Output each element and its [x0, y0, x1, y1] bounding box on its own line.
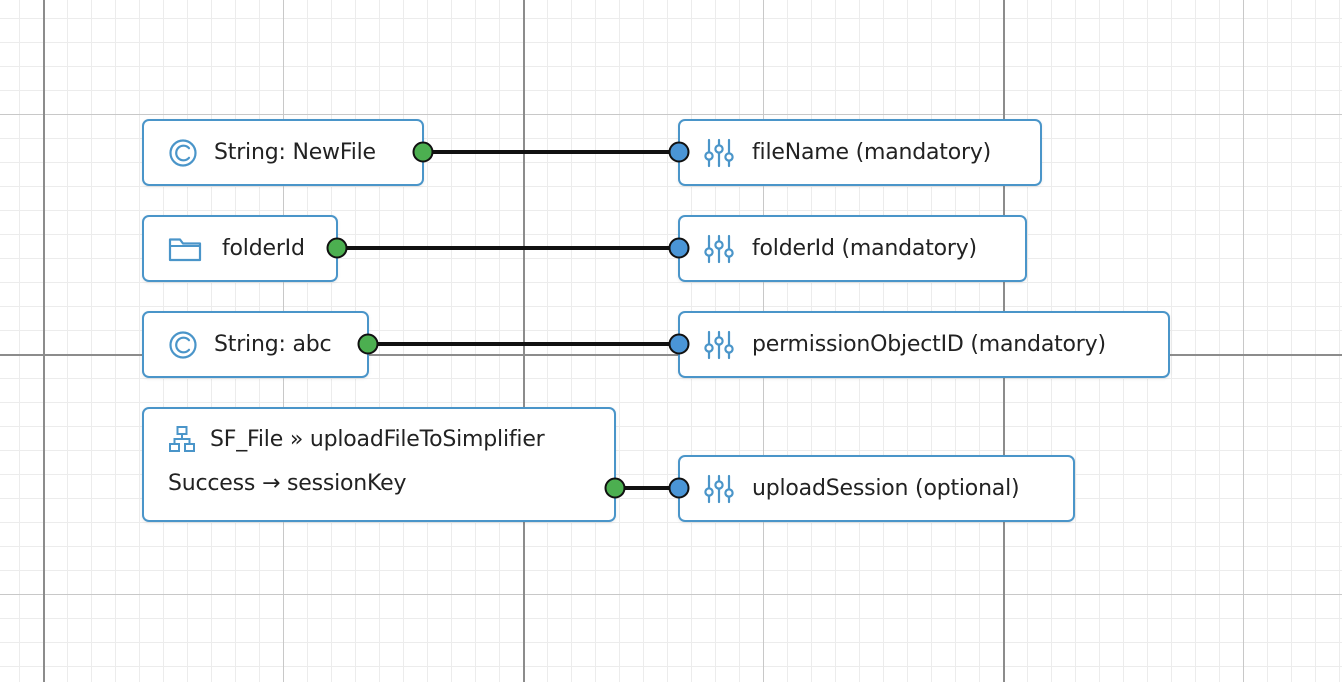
source-label: String: NewFile [214, 140, 376, 165]
target-label: folderId (mandatory) [752, 236, 977, 261]
parameter-sliders-icon [704, 474, 734, 504]
input-port[interactable] [668, 477, 690, 499]
target-label: permissionObjectID (mandatory) [752, 332, 1106, 357]
folder-icon [168, 235, 202, 263]
flow-output-label: Success → sessionKey [168, 471, 407, 496]
hierarchy-icon [168, 425, 196, 453]
source-label: String: abc [214, 332, 332, 357]
parameter-sliders-icon [704, 138, 734, 168]
output-port[interactable] [357, 333, 379, 355]
source-node-string-newfile[interactable]: String: NewFile [142, 119, 424, 186]
source-node-flow-result[interactable]: SF_File » uploadFileToSimplifier Success… [142, 407, 616, 522]
target-node-folderid[interactable]: folderId (mandatory) [678, 215, 1027, 282]
output-port[interactable] [326, 237, 348, 259]
output-port[interactable] [604, 477, 626, 499]
source-label: folderId [222, 236, 305, 261]
parameter-sliders-icon [704, 234, 734, 264]
target-node-permissionobjectid[interactable]: permissionObjectID (mandatory) [678, 311, 1170, 378]
parameter-sliders-icon [704, 330, 734, 360]
target-label: uploadSession (optional) [752, 476, 1020, 501]
source-node-string-abc[interactable]: String: abc [142, 311, 369, 378]
constant-icon [168, 138, 198, 168]
output-port[interactable] [412, 141, 434, 163]
target-node-uploadsession[interactable]: uploadSession (optional) [678, 455, 1075, 522]
input-port[interactable] [668, 237, 690, 259]
input-port[interactable] [668, 333, 690, 355]
target-node-filename[interactable]: fileName (mandatory) [678, 119, 1042, 186]
source-node-folderid[interactable]: folderId [142, 215, 338, 282]
flow-title-label: SF_File » uploadFileToSimplifier [210, 426, 545, 452]
constant-icon [168, 330, 198, 360]
input-port[interactable] [668, 141, 690, 163]
target-label: fileName (mandatory) [752, 140, 992, 165]
